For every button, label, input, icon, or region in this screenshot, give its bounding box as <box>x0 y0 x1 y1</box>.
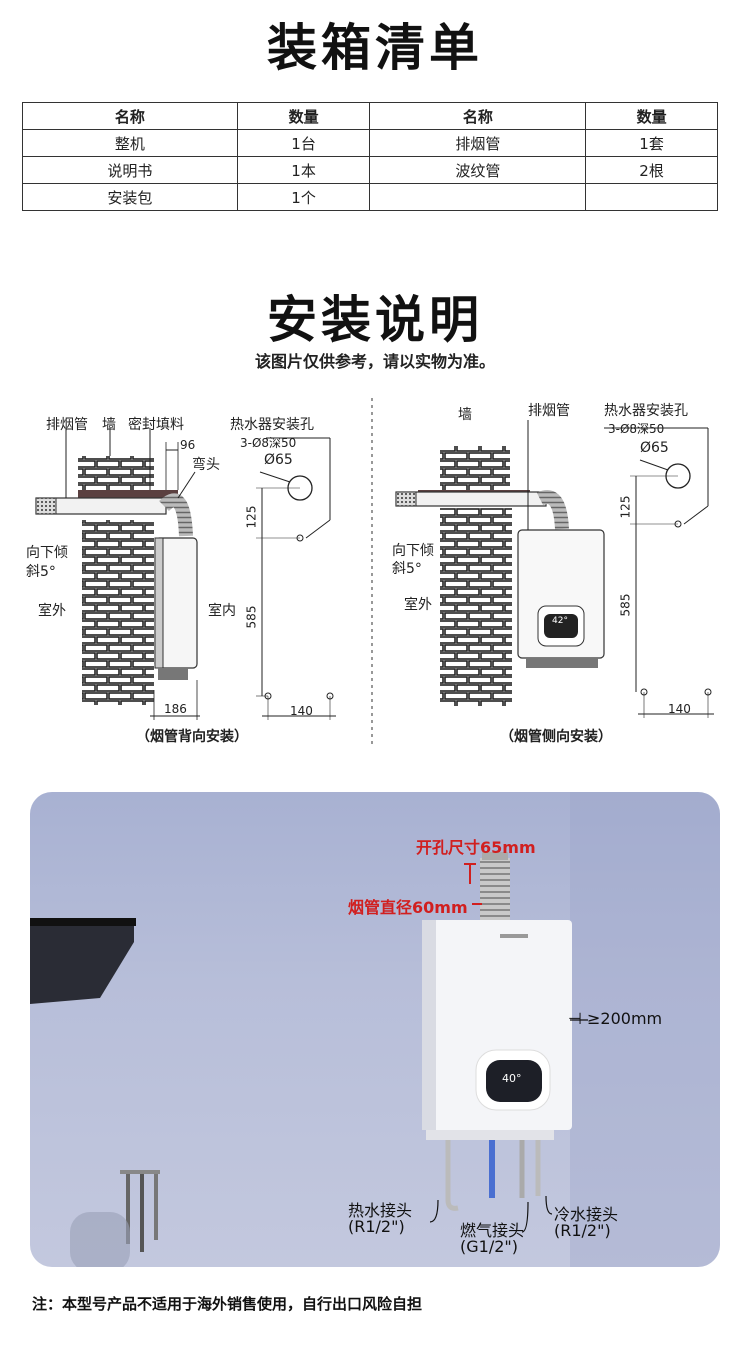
right-lower-wall <box>440 508 512 706</box>
table-cell: 2根 <box>585 156 718 184</box>
dim-125-right: 125 <box>618 495 633 519</box>
hole-size-label: 开孔尺寸65mm <box>416 838 536 857</box>
table-cell: 说明书 <box>22 156 238 184</box>
photo-display-temp: 40° <box>502 1072 522 1085</box>
table-header-row: 名称 数量 名称 数量 <box>22 102 718 130</box>
table-cell: 1个 <box>236 183 371 211</box>
table-cell: 波纹管 <box>369 156 587 184</box>
lower-wall <box>82 520 154 705</box>
photo-scene <box>30 792 720 1267</box>
right-diagram <box>395 420 605 706</box>
right-flue-pipe <box>395 491 547 507</box>
label-tilt-2: 斜5° <box>26 564 56 580</box>
table-cell: 1套 <box>585 129 718 157</box>
dim-125: 125 <box>244 505 259 529</box>
label-tilt-right-2: 斜5° <box>392 561 422 577</box>
right-holes <box>604 427 714 718</box>
hole-spec-right: 3-Ø8深50 <box>608 422 665 436</box>
packing-title: 装箱清单 <box>267 19 483 77</box>
label-holes-right: 热水器安装孔 <box>604 403 688 419</box>
table-cell: 整机 <box>22 129 238 157</box>
label-indoor: 室内 <box>208 603 236 619</box>
pipe-diameter-label: 烟管直径60mm <box>348 898 468 917</box>
packing-table: 名称 数量 名称 数量 整机 1台 排烟管 1套 说明书 1本 波纹管 2根 安… <box>22 102 718 211</box>
dim-140-right: 140 <box>668 702 691 716</box>
table-cell: 1本 <box>236 156 371 184</box>
gas-spec: (G1/2") <box>460 1237 518 1256</box>
hole-spec: 3-Ø8深50 <box>240 436 297 450</box>
caption-side: （烟管侧向安装） <box>500 729 612 745</box>
export-note: 注：本型号产品不适用于海外销售使用，自行出口风险自担 <box>32 1295 423 1313</box>
sealant-band <box>78 490 178 500</box>
hot-water-label: 热水接头 <box>348 1201 413 1220</box>
left-holes <box>256 437 336 720</box>
heater-display <box>486 1060 542 1102</box>
label-wall-right: 墙 <box>458 407 472 423</box>
dim-186: 186 <box>164 702 187 716</box>
install-subtitle: 该图片仅供参考，请以实物为准。 <box>254 352 495 371</box>
hole-diameter-right: Ø65 <box>640 440 669 456</box>
left-diagram <box>35 428 200 720</box>
label-tilt-1: 向下倾 <box>26 545 68 561</box>
label-wall: 墙 <box>102 417 116 433</box>
header-name: 名称 <box>22 102 238 130</box>
upper-wall <box>78 456 154 490</box>
label-elbow: 弯头 <box>192 457 220 473</box>
table-row: 整机 1台 排烟管 1套 <box>22 129 718 157</box>
dim-585: 585 <box>244 605 259 629</box>
install-title: 安装说明 <box>267 291 483 349</box>
cold-water-spec: (R1/2") <box>554 1221 611 1240</box>
right-upper-wall <box>440 446 510 490</box>
heater-connectors <box>158 668 188 680</box>
table-cell: 1台 <box>236 129 371 157</box>
header-qty: 数量 <box>236 102 371 130</box>
header-name: 名称 <box>369 102 587 130</box>
table-cell: 安装包 <box>22 183 238 211</box>
label-sealant: 密封填料 <box>128 417 184 433</box>
dim-585-right: 585 <box>618 593 633 617</box>
hot-water-spec: (R1/2") <box>348 1217 405 1236</box>
flex-pipe <box>480 858 510 920</box>
dim-140: 140 <box>290 704 313 718</box>
gas-label: 燃气接头 <box>460 1221 525 1240</box>
label-holes: 热水器安装孔 <box>230 417 314 433</box>
flue-mesh <box>35 497 57 515</box>
caption-back: （烟管背向安装） <box>136 729 248 745</box>
elbow <box>159 493 193 537</box>
header-qty: 数量 <box>585 102 718 130</box>
table-cell <box>369 183 587 211</box>
dim-96: 96 <box>180 438 196 452</box>
range-hood <box>30 920 134 1004</box>
table-row: 说明书 1本 波纹管 2根 <box>22 156 718 184</box>
label-outdoor-right: 室外 <box>404 597 432 613</box>
label-flue-right: 排烟管 <box>528 403 570 419</box>
hole-diameter: Ø65 <box>264 452 293 468</box>
install-photo: 开孔尺寸65mm 烟管直径60mm ⊣ ≥200mm 40° 热水接头 (R1/… <box>30 792 720 1267</box>
label-flue: 排烟管 <box>46 417 88 433</box>
table-cell: 排烟管 <box>369 129 587 157</box>
install-diagram <box>35 398 714 745</box>
diagram-display-temp: 42° <box>552 616 568 626</box>
cold-water-label: 冷水接头 <box>554 1205 619 1224</box>
table-cell <box>585 183 718 211</box>
table-row: 安装包 1个 <box>22 183 718 211</box>
side-clearance-label: ⊣ ≥200mm <box>568 1009 663 1028</box>
label-tilt-right-1: 向下倾 <box>392 543 434 559</box>
label-outdoor: 室外 <box>38 603 66 619</box>
